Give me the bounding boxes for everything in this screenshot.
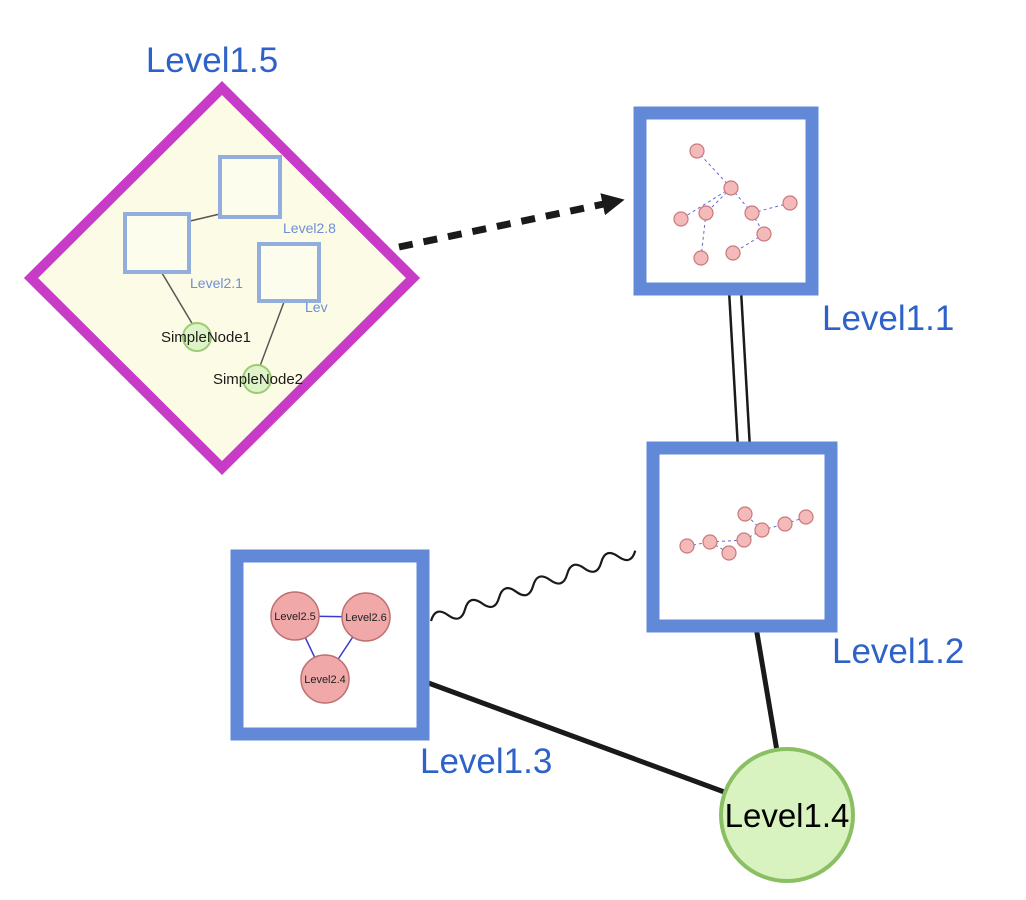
node-level13-group: Level2.5 Level2.6 Level2.4 Level1.3 [230,549,552,781]
graph-node[interactable] [721,545,737,561]
edge-level11-level12-line1[interactable] [727,289,740,450]
edge-level11-level12-line2[interactable] [739,289,752,450]
node-level12-label: Level1.2 [832,632,964,671]
graph-node[interactable] [702,534,718,550]
top-level-edges [398,193,780,796]
node-level12-group: Level1.2 [646,441,964,671]
graph-node[interactable] [689,143,705,159]
node-level14-label: Level1.4 [725,797,850,834]
graph-node[interactable] [736,532,752,548]
node-level28-label: Level2.8 [283,220,336,236]
edge-level28-level21[interactable] [185,212,225,223]
level12-inner-nodes [679,506,814,561]
graph-node[interactable] [798,509,814,525]
node-lev-label: Lev [305,299,328,315]
edge-level21-simplenode1[interactable] [161,272,194,326]
graph-node[interactable] [782,195,798,211]
node-lev-square[interactable] [257,242,321,303]
node-level15-diamond[interactable] [23,80,421,476]
edge-level12-level14[interactable] [753,624,780,754]
graph-node[interactable] [698,205,714,221]
node-level14-circle[interactable] [719,747,855,883]
level11-inner-edge[interactable] [680,187,732,220]
node-level21-label: Level2.1 [190,275,243,291]
edge-level15-level11[interactable] [398,193,625,251]
graph-node[interactable] [679,538,695,554]
node-level14-group: Level1.4 [719,747,855,883]
node-level26-label: Level2.6 [345,612,387,624]
graph-node[interactable] [744,205,760,221]
graph-node[interactable] [693,250,709,266]
graph-node[interactable] [777,516,793,532]
node-level25[interactable] [270,591,320,641]
node-simplenode2-label: SimpleNode2 [213,371,303,388]
node-level11-label: Level1.1 [822,299,954,338]
node-level13-box[interactable] [230,549,430,741]
node-level13-label: Level1.3 [420,742,552,781]
node-level24[interactable] [300,654,350,704]
edge-level11-level12[interactable] [727,289,752,450]
node-level11-group: Level1.1 [633,106,954,338]
level11-inner-edge[interactable] [696,150,732,189]
graph-node[interactable] [754,522,770,538]
graph-node[interactable] [723,180,739,196]
node-level21-square[interactable] [123,212,191,274]
level11-inner-nodes [673,143,798,266]
node-level24-label: Level2.4 [304,674,346,686]
node-level15-label: Level1.5 [146,41,278,80]
node-level28-square[interactable] [218,155,282,219]
graph-node[interactable] [673,211,689,227]
node-simplenode2[interactable] [242,364,272,394]
edge-level13-level12-wavy[interactable] [429,545,637,628]
node-level25-label: Level2.5 [274,611,316,623]
graph-node[interactable] [725,245,741,261]
node-simplenode1[interactable] [182,322,212,352]
graph-node[interactable] [737,506,753,522]
node-level15-group: Level1.5 Level2.8 Level2.1 Lev SimpleNod… [23,41,421,476]
node-simplenode1-label: SimpleNode1 [161,329,251,346]
graph-node[interactable] [756,226,772,242]
edge-level13-level14[interactable] [420,678,730,796]
node-level26[interactable] [341,592,391,642]
edge-lev-simplenode2[interactable] [259,301,285,367]
